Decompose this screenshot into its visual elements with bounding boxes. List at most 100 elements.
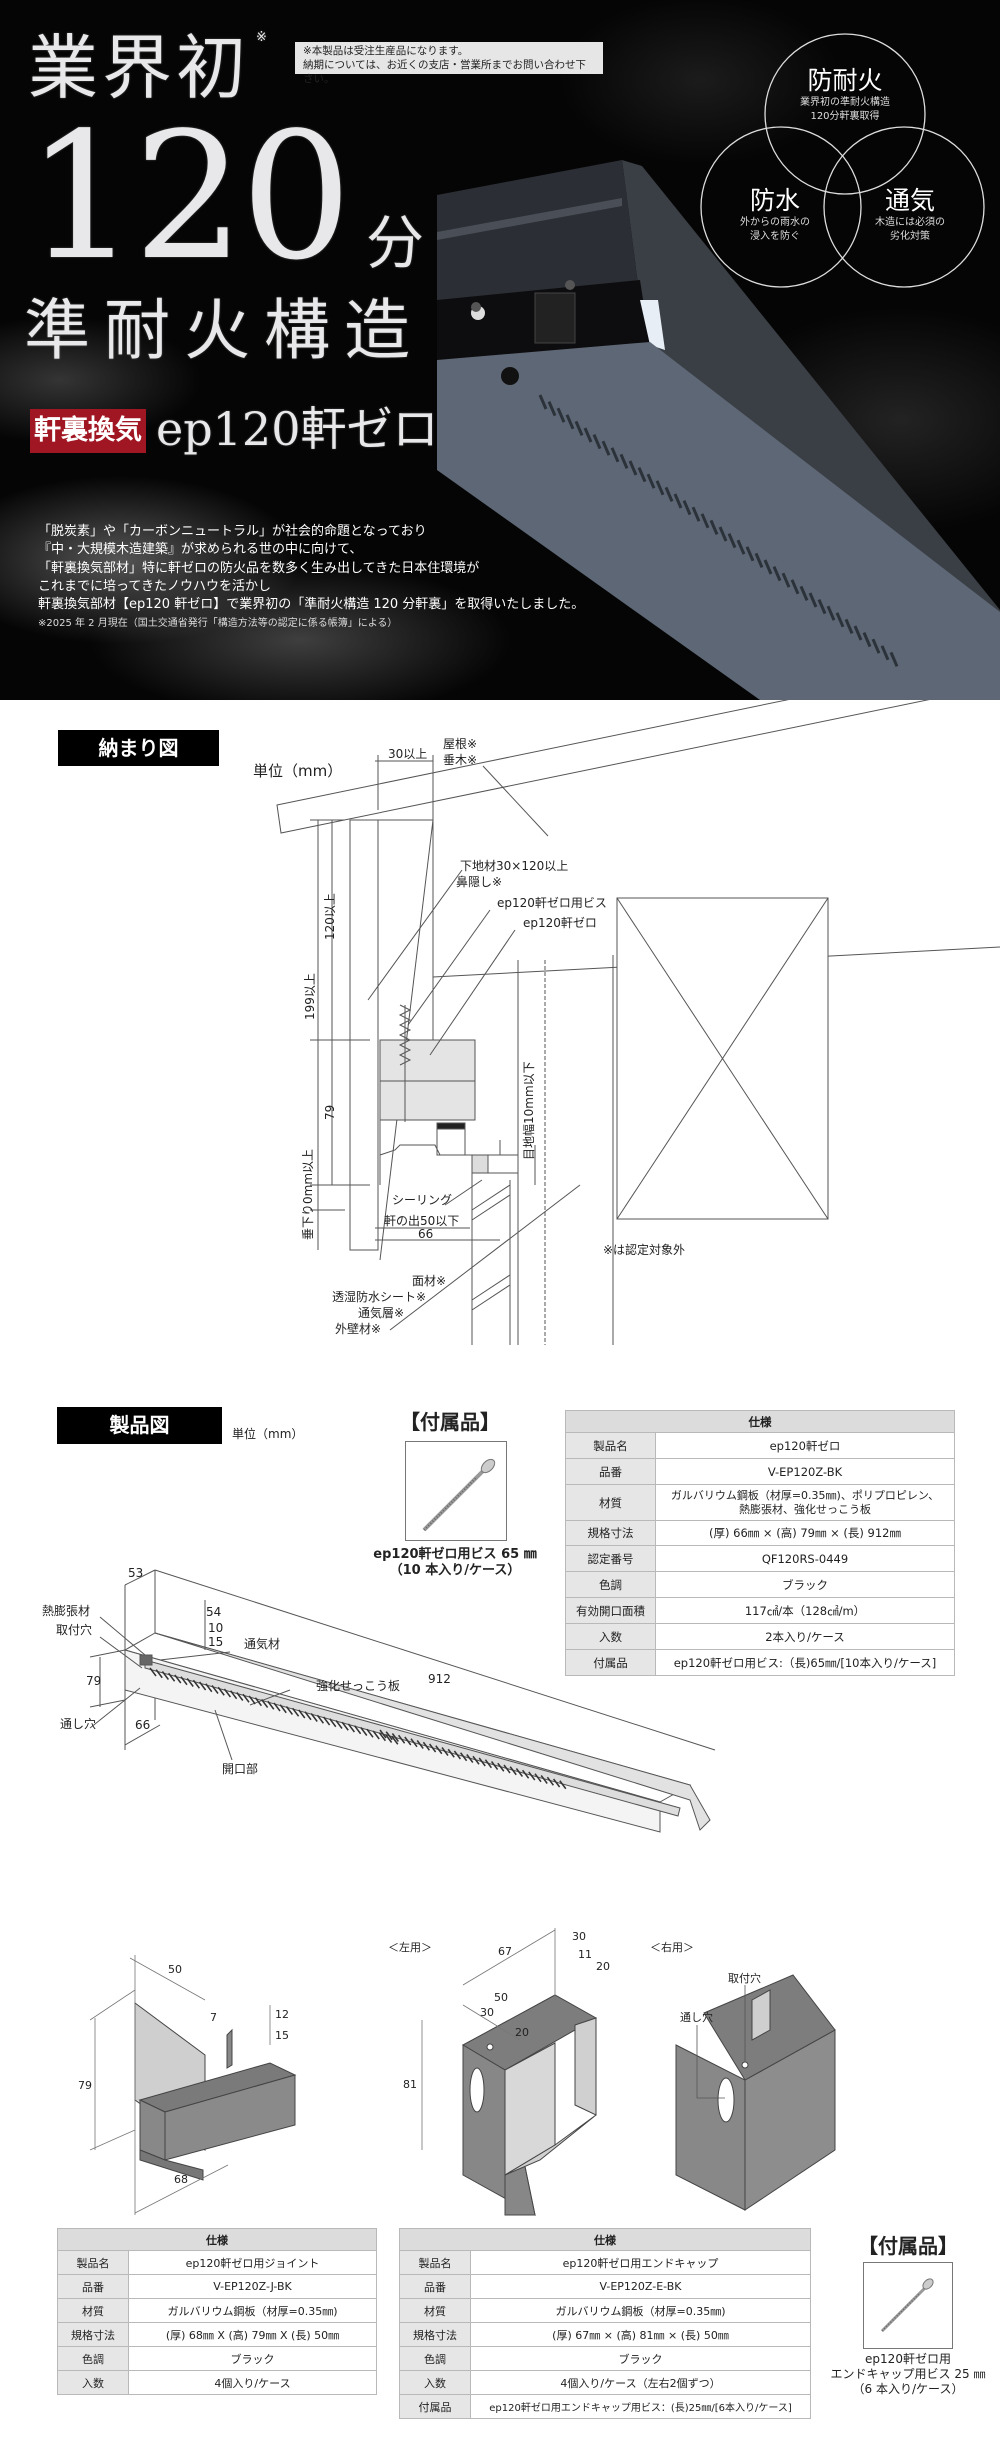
- table-row: 色調ブラック: [399, 2346, 811, 2371]
- caption-line: ep120軒ゼロ用ビス 65 ㎜: [373, 1547, 537, 1562]
- vent-slot: [180, 1676, 188, 1686]
- label-product: ep120軒ゼロ: [523, 916, 597, 930]
- spec-value: 117㎠/本（128㎠/m）: [655, 1597, 955, 1624]
- vent-slot: [385, 1731, 393, 1741]
- vent-slot: [700, 513, 710, 529]
- vent-slot: [161, 1671, 169, 1680]
- product-name: ep120軒ゼロ: [156, 402, 439, 456]
- vent-slot: [509, 1766, 517, 1776]
- spec-label: 製品名: [399, 2250, 471, 2275]
- screw-icon: [422, 1458, 496, 1532]
- dim-79: 79: [78, 2079, 92, 2092]
- spec-label: 入数: [399, 2370, 471, 2395]
- vent-slot: [186, 1678, 194, 1687]
- caption-line: エンドキャップ用ビス 25 ㎜: [830, 2367, 986, 2381]
- label-mount-hole: 取付穴: [56, 1622, 92, 1637]
- vent-slot: [521, 1769, 530, 1779]
- table-row: 色調ブラック: [57, 2346, 377, 2371]
- vent-slot: [366, 1728, 374, 1738]
- spec-value: ep120軒ゼロ用ジョイント: [128, 2250, 377, 2275]
- vent-slot: [772, 566, 782, 582]
- table-row: 規格寸法(厚) 67㎜ × (高) 81㎜ × (長) 50㎜: [399, 2322, 811, 2347]
- label-left-use: ＜左用＞: [388, 1941, 432, 1954]
- vent-slot: [583, 427, 593, 443]
- vent-slot: [546, 1776, 555, 1786]
- dim-30: 30: [480, 2006, 494, 2019]
- vent-slot: [472, 1755, 480, 1765]
- spec-label: 製品名: [565, 1432, 656, 1459]
- label-opening: 開口部: [222, 1761, 258, 1776]
- spec-label: 有効開口面積: [565, 1597, 656, 1624]
- vent-slot: [574, 420, 584, 436]
- label-sealing: シーリング: [392, 1193, 452, 1207]
- vent-slot: [826, 605, 836, 621]
- vent-slot: [236, 1692, 244, 1701]
- vent-slot: [422, 1741, 430, 1751]
- dim-120: 120以上: [323, 893, 337, 940]
- label-through-hole: 通し穴: [680, 2010, 713, 2024]
- vent-slot: [435, 1745, 443, 1755]
- vent-slot: [619, 453, 629, 469]
- vent-slot: [853, 625, 863, 641]
- label-mount-hole: 取付穴: [728, 1971, 761, 1985]
- badge-eave-ventilation: 軒裏換気: [30, 409, 146, 453]
- dim-30: 30: [572, 1930, 586, 1943]
- dim-67: 67: [498, 1945, 512, 1958]
- spec-label: 付属品: [565, 1649, 656, 1676]
- spec-label: 品番: [57, 2274, 129, 2299]
- vent-slot: [534, 1773, 542, 1783]
- vent-slot: [285, 1706, 293, 1715]
- headline-industry-first: 業界初: [28, 27, 250, 109]
- vent-slot: [378, 1732, 386, 1742]
- hero-banner: 業界初 ※ 120 分 準耐火構造 軒裏換気 ep120軒ゼロ ※本製品は受注生…: [0, 0, 1000, 700]
- dim-11: 11: [578, 1948, 592, 1961]
- spec-label: 品番: [565, 1458, 656, 1485]
- vent-slot: [540, 1775, 548, 1784]
- vent-slot: [559, 1780, 567, 1790]
- dim-20: 20: [596, 1960, 610, 1973]
- vent-slot: [304, 1711, 312, 1721]
- vent-slot: [391, 1733, 399, 1742]
- spec-value: V-EP120Z-E-BK: [470, 2274, 811, 2299]
- vent-slot: [497, 1762, 505, 1772]
- dim-15: 15: [208, 1635, 223, 1649]
- dim-53: 53: [128, 1566, 143, 1580]
- label-base: 下地材30×120以上: [460, 859, 568, 873]
- vent-slot: [484, 1759, 492, 1769]
- vent-slot: [601, 440, 611, 456]
- vent-slot: [410, 1738, 418, 1748]
- spec-value: ep120軒ゼロ用エンドキャップ用ビス：(長)25㎜/[6本入り/ケース]: [470, 2394, 811, 2419]
- vent-slot: [871, 638, 881, 654]
- vent-slot: [372, 1730, 380, 1740]
- vent-slot: [279, 1704, 287, 1714]
- table-row: 規格寸法(厚) 68㎜ X (高) 79㎜ X (長) 50㎜: [57, 2322, 377, 2347]
- vent-slot: [628, 460, 638, 476]
- vent-slot: [763, 559, 773, 575]
- dim-20: 20: [515, 2026, 529, 2039]
- feature-ventilation: 通気 木造には必須の 劣化対策: [875, 186, 945, 242]
- dim-droop: 垂下り0mm以上: [301, 1149, 315, 1240]
- spec-value: QF120RS-0449: [655, 1545, 955, 1572]
- vent-slot: [718, 526, 728, 542]
- spec-label: 付属品: [399, 2394, 471, 2419]
- spec-label: 入数: [57, 2370, 129, 2395]
- spec-label: 認定番号: [565, 1545, 656, 1572]
- table-row: 材質ガルバリウム鋼板（材厚=0.35㎜): [57, 2298, 377, 2323]
- intro-copy: 「脱炭素」や「カーボンニュートラル」が社会的命題となっており 『中・大規模木造建…: [38, 523, 584, 634]
- spec-header: 仕様: [57, 2228, 377, 2251]
- vent-slot: [404, 1736, 412, 1746]
- vent-slot: [637, 467, 647, 483]
- vent-slot: [273, 1702, 281, 1712]
- notice-line: 納期については、お近くの支店・営業所までお問い合わせ下さい。: [303, 59, 586, 85]
- feature-circle-air: [823, 126, 985, 288]
- section-title-install: 納まり図: [58, 730, 219, 766]
- vent-slot: [556, 407, 566, 423]
- copy-line: 軒裏換気部材【ep120 軒ゼロ】で業界初の「準耐火構造 120 分軒裏」を取得…: [38, 597, 585, 613]
